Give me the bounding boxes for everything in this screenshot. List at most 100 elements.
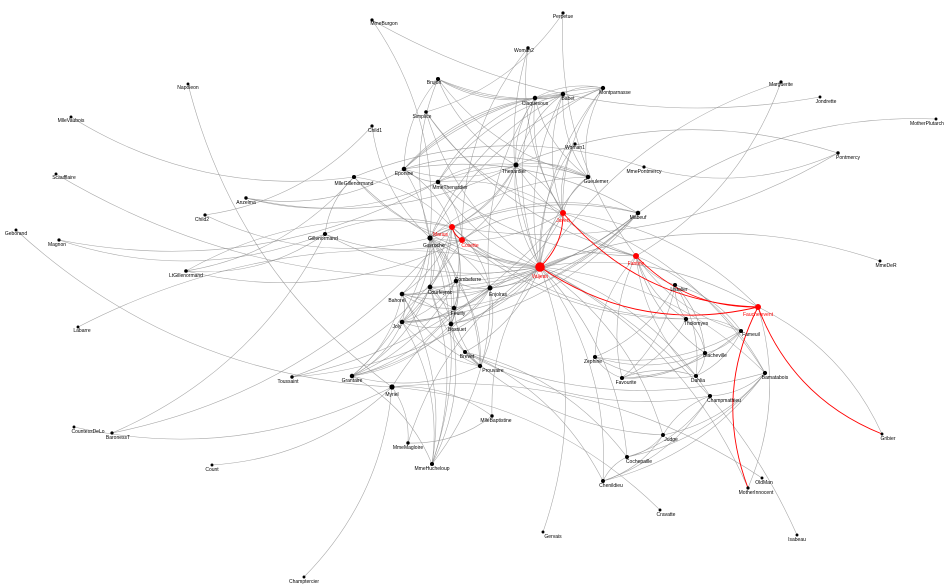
node-OldMan[interactable] bbox=[760, 476, 764, 480]
node-label-Isabeau: Isabeau bbox=[788, 537, 806, 543]
node-label-Woman1: Woman1 bbox=[565, 145, 585, 151]
edge-MmeBurgon-Jondrette bbox=[371, 19, 821, 109]
node-Simplice[interactable] bbox=[424, 110, 428, 114]
node-Chenildieu[interactable] bbox=[601, 479, 605, 483]
node-Valjean[interactable] bbox=[535, 262, 545, 272]
node-Tholomyes[interactable] bbox=[683, 316, 689, 322]
node-Claquesous[interactable] bbox=[532, 95, 538, 101]
node-Woman1[interactable] bbox=[573, 142, 577, 146]
edge-Feuilly-Mabeuf bbox=[453, 212, 639, 309]
node-Dahlia[interactable] bbox=[693, 373, 699, 379]
node-Champmathieu[interactable] bbox=[707, 393, 713, 399]
node-Montparnasse[interactable] bbox=[600, 85, 606, 91]
node-Gueulemer[interactable] bbox=[585, 174, 591, 180]
node-Fantine[interactable] bbox=[633, 253, 639, 259]
node-label-Fauchelevent: Fauchelevent bbox=[743, 312, 774, 318]
node-Feuilly[interactable] bbox=[451, 305, 457, 311]
edge-Joly-Bahorel bbox=[401, 293, 405, 323]
edge-Montparnasse-Javert bbox=[562, 87, 604, 214]
edge-MmeHucheloup-Courfeyrac bbox=[429, 286, 448, 465]
node-Bahorel[interactable] bbox=[399, 291, 405, 297]
node-Child1[interactable] bbox=[370, 124, 374, 128]
node-Babet[interactable] bbox=[560, 91, 566, 97]
node-MotherInnocent[interactable] bbox=[746, 486, 750, 490]
node-MlleBaptistine[interactable] bbox=[490, 414, 494, 418]
node-MmePontmercy[interactable] bbox=[642, 165, 646, 169]
node-MlleVaubois[interactable] bbox=[69, 115, 73, 119]
node-CountessDeLo[interactable] bbox=[72, 425, 76, 429]
edge-Babet-Valjean bbox=[533, 93, 564, 268]
edge-Montparnasse-Claquesous bbox=[534, 85, 604, 99]
node-Scaufflaire[interactable] bbox=[54, 172, 58, 176]
node-Jondrette[interactable] bbox=[818, 95, 822, 99]
node-Bamatabois[interactable] bbox=[762, 370, 768, 376]
node-MmeBurgon[interactable] bbox=[370, 18, 374, 22]
node-label-MlleBaptistine: MlleBaptistine bbox=[480, 418, 511, 424]
node-Myriel[interactable] bbox=[389, 384, 395, 390]
node-Toussaint[interactable] bbox=[290, 375, 294, 379]
node-Grantaire[interactable] bbox=[349, 373, 355, 379]
node-Eponine[interactable] bbox=[401, 166, 407, 172]
edge-Favourite-Listolier bbox=[621, 284, 676, 379]
node-Woman2[interactable] bbox=[526, 46, 530, 50]
node-Brujon[interactable] bbox=[435, 76, 441, 82]
node-Joly[interactable] bbox=[399, 319, 405, 325]
node-Enjolras[interactable] bbox=[487, 285, 493, 291]
node-Fauchelevent[interactable] bbox=[755, 304, 761, 310]
node-Mabeuf[interactable] bbox=[635, 210, 641, 216]
edge-Magnon-Gillenormand bbox=[58, 233, 326, 262]
node-Judge[interactable] bbox=[661, 433, 665, 437]
node-Gillenormand[interactable] bbox=[322, 231, 328, 237]
node-label-Marguerite: Marguerite bbox=[769, 82, 793, 88]
node-MmeMagloire[interactable] bbox=[406, 441, 410, 445]
node-Count[interactable] bbox=[210, 463, 214, 467]
node-Prouvaire[interactable] bbox=[477, 363, 483, 369]
node-Gavroche[interactable] bbox=[427, 235, 433, 241]
node-Champtercier[interactable] bbox=[302, 575, 306, 579]
node-Brevet[interactable] bbox=[463, 350, 467, 354]
node-Combeferre[interactable] bbox=[453, 278, 459, 284]
node-Fameuil[interactable] bbox=[738, 328, 744, 334]
node-Geborand[interactable] bbox=[14, 228, 18, 232]
node-label-Champtercier: Champtercier bbox=[289, 579, 319, 585]
node-MotherPlutarch[interactable] bbox=[934, 117, 938, 121]
node-Anzelma[interactable] bbox=[244, 196, 248, 200]
edge-Claquesous-Enjolras bbox=[487, 97, 536, 289]
node-MlleGillenormand[interactable] bbox=[351, 174, 357, 180]
node-LtGillenormand[interactable] bbox=[184, 269, 188, 273]
edge-Count-Myriel bbox=[211, 386, 393, 466]
node-Napoleon[interactable] bbox=[186, 82, 190, 86]
edge-Prouvaire-Enjolras bbox=[479, 287, 494, 367]
node-label-Feuilly: Feuilly bbox=[451, 311, 466, 317]
node-Courfeyrac[interactable] bbox=[427, 284, 433, 290]
node-MmeDeR[interactable] bbox=[878, 259, 882, 263]
node-Cochepaille[interactable] bbox=[625, 455, 629, 459]
node-MmeHucheloup[interactable] bbox=[429, 461, 435, 467]
node-Listolier[interactable] bbox=[672, 282, 678, 288]
node-Perpetue[interactable] bbox=[561, 11, 565, 15]
node-Thenardier[interactable] bbox=[513, 162, 519, 168]
node-Blacheville[interactable] bbox=[702, 350, 708, 356]
edge-Chenildieu-Bamatabois bbox=[602, 372, 766, 482]
node-Javert[interactable] bbox=[560, 210, 566, 216]
node-Bossuet[interactable] bbox=[448, 321, 454, 327]
node-Cravatte[interactable] bbox=[658, 508, 662, 512]
node-Child2[interactable] bbox=[203, 213, 207, 217]
edge-Montparnasse-Gueulemer bbox=[585, 87, 604, 178]
node-Cosette[interactable] bbox=[459, 237, 465, 243]
node-Labarre[interactable] bbox=[76, 325, 80, 329]
node-Pontmercy[interactable] bbox=[836, 151, 840, 155]
node-Gervais[interactable] bbox=[541, 530, 545, 534]
node-BaronessT[interactable] bbox=[110, 431, 114, 435]
edge-Chenildieu-Valjean bbox=[539, 266, 604, 482]
node-Gribier[interactable] bbox=[880, 432, 884, 436]
node-Magnon[interactable] bbox=[57, 238, 61, 242]
node-Marius[interactable] bbox=[449, 224, 455, 230]
node-Marguerite[interactable] bbox=[779, 80, 783, 84]
node-MmeThenardier[interactable] bbox=[435, 179, 441, 185]
node-Favourite[interactable] bbox=[619, 375, 625, 381]
edge-Joly-Feuilly bbox=[401, 307, 455, 323]
node-Isabeau[interactable] bbox=[795, 533, 799, 537]
edge-Champmathieu-Judge bbox=[662, 395, 711, 436]
node-Zephine[interactable] bbox=[592, 354, 598, 360]
